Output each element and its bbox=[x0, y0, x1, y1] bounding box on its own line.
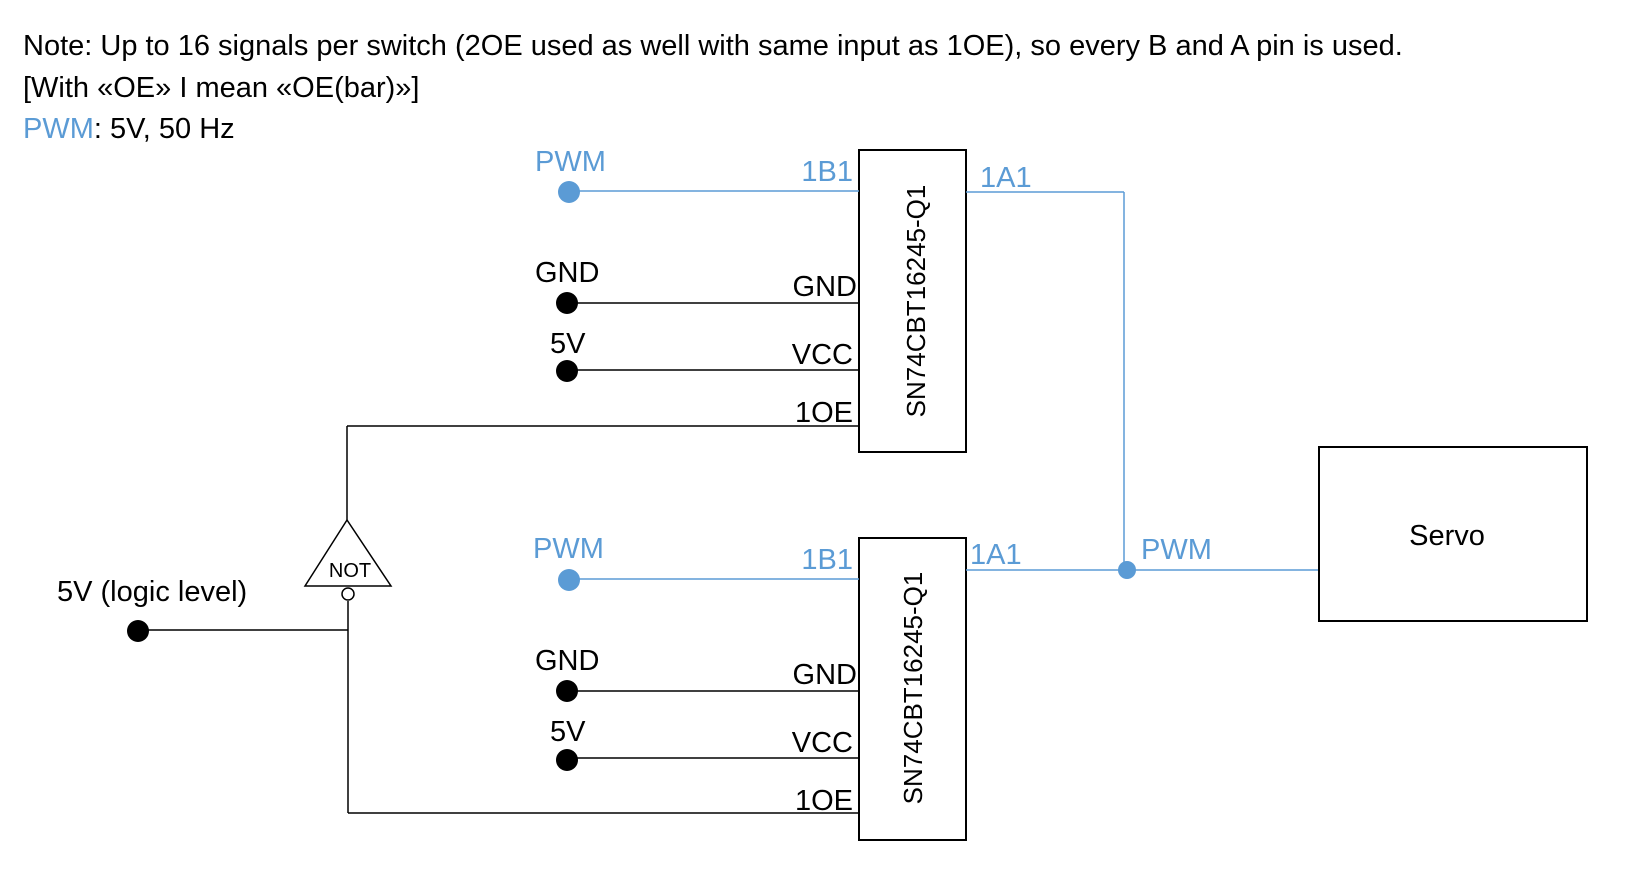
output-net: PWM bbox=[1118, 192, 1212, 579]
inverter: NOT bbox=[303, 426, 393, 601]
chip-body-bottom bbox=[858, 537, 967, 841]
output-net-label: PWM bbox=[1141, 534, 1212, 566]
pwm-source-label-top: PWM bbox=[535, 146, 606, 178]
pin-vcc-label-top: VCC bbox=[792, 339, 853, 371]
pwm-key: PWM bbox=[23, 113, 94, 145]
vcc-source-node-top bbox=[556, 360, 578, 382]
servo-label: Servo bbox=[1409, 520, 1485, 552]
gnd-source-label-top: GND bbox=[535, 257, 599, 289]
vcc-source-node-bottom bbox=[556, 749, 578, 771]
pin-b-label-top: 1B1 bbox=[801, 156, 853, 188]
output-junction-node bbox=[1118, 561, 1136, 579]
switch-bottom: SN74CBT16245-Q1 PWM 1B1 1A1 GND GND 5V V… bbox=[348, 533, 1319, 841]
chip-label-bottom: SN74CBT16245-Q1 bbox=[898, 572, 928, 805]
pin-oe-label-top: 1OE bbox=[795, 397, 853, 429]
logic-input-label: 5V (logic level) bbox=[57, 576, 247, 608]
note-line-1: Note: Up to 16 signals per switch (2OE u… bbox=[23, 30, 1403, 62]
chip-label-top: SN74CBT16245-Q1 bbox=[901, 185, 931, 418]
pwm-source-node-top bbox=[558, 181, 580, 203]
vcc-source-label-bottom: 5V bbox=[550, 716, 586, 748]
note-line-2: [With «OE» I mean «OE(bar)»] bbox=[23, 71, 420, 104]
pin-a-label-top: 1A1 bbox=[980, 162, 1032, 194]
pin-b-label-bottom: 1B1 bbox=[801, 544, 853, 576]
gnd-source-label-bottom: GND bbox=[535, 645, 599, 677]
logic-input-node bbox=[127, 620, 149, 642]
pin-oe-label-bottom: 1OE bbox=[795, 785, 853, 817]
switch-top: SN74CBT16245-Q1 PWM 1B1 1A1 GND GND 5V V… bbox=[347, 146, 1124, 453]
vcc-source-label-top: 5V bbox=[550, 328, 586, 360]
gnd-source-node-top bbox=[556, 292, 578, 314]
logic-input: 5V (logic level) bbox=[57, 576, 349, 813]
pin-gnd-label-top: GND bbox=[793, 271, 857, 303]
pwm-value: : 5V, 50 Hz bbox=[93, 113, 235, 145]
inverter-label: NOT bbox=[329, 560, 371, 582]
pin-a-label-bottom: 1A1 bbox=[970, 539, 1022, 571]
note-line-3: PWM: 5V, 50 Hz bbox=[23, 109, 1403, 151]
servo: Servo bbox=[1318, 446, 1588, 622]
inverter-bubble bbox=[341, 587, 355, 601]
gnd-source-node-bottom bbox=[556, 680, 578, 702]
pwm-source-node-bottom bbox=[558, 569, 580, 591]
pin-vcc-label-bottom: VCC bbox=[792, 727, 853, 759]
pwm-source-label-bottom: PWM bbox=[533, 533, 604, 565]
inverter-triangle bbox=[303, 518, 393, 587]
notes-block: Note: Up to 16 signals per switch (2OE u… bbox=[23, 26, 1403, 151]
servo-box bbox=[1318, 446, 1588, 622]
pin-gnd-label-bottom: GND bbox=[793, 659, 857, 691]
chip-body-top bbox=[858, 149, 967, 453]
